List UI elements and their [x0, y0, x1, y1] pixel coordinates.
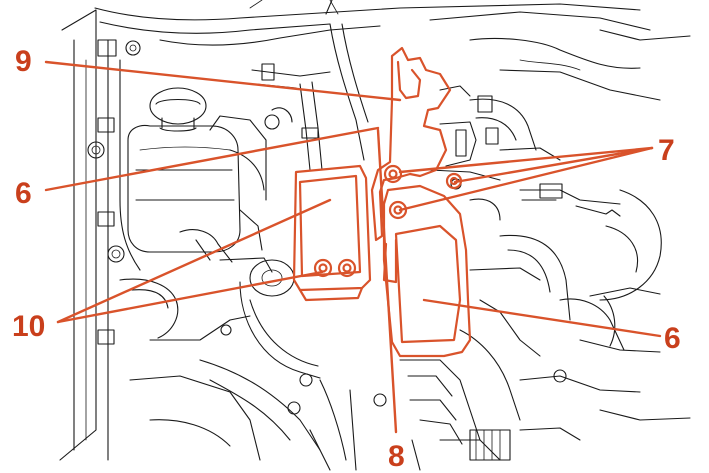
callout-6-lower: 6: [664, 322, 681, 355]
part-10-bracket-tab: [298, 286, 364, 302]
leader-7-b: [398, 146, 654, 212]
leader-10-b: [56, 270, 324, 324]
highlighted-parts: [292, 46, 472, 358]
leader-10-a: [56, 198, 332, 324]
leader-7-a: [398, 146, 654, 174]
leader-8: [376, 128, 398, 434]
part-6-housing-inner: [394, 224, 462, 344]
leader-lines: [44, 60, 662, 434]
callout-7: 7: [658, 134, 675, 167]
leader-9: [44, 60, 402, 102]
leader-6-lower: [422, 298, 662, 338]
callout-9: 9: [15, 45, 32, 78]
part-10-bracket-inner: [298, 174, 362, 278]
part-9-top-tab: [396, 60, 422, 100]
bolt-7-upper: [383, 164, 403, 184]
leader-7-c: [453, 146, 654, 184]
part-10-bracket: [292, 164, 372, 292]
callout-labels: 9 6 10 7 6 8: [12, 45, 681, 473]
engine-bay-line-art: [59, 0, 691, 471]
callout-6-upper: 6: [15, 177, 32, 210]
callout-8: 8: [388, 440, 405, 473]
bolt-10-right: [337, 258, 357, 278]
callout-10: 10: [12, 310, 45, 343]
leader-6-upper: [44, 126, 380, 192]
part-6-upper-guard: [370, 46, 452, 242]
